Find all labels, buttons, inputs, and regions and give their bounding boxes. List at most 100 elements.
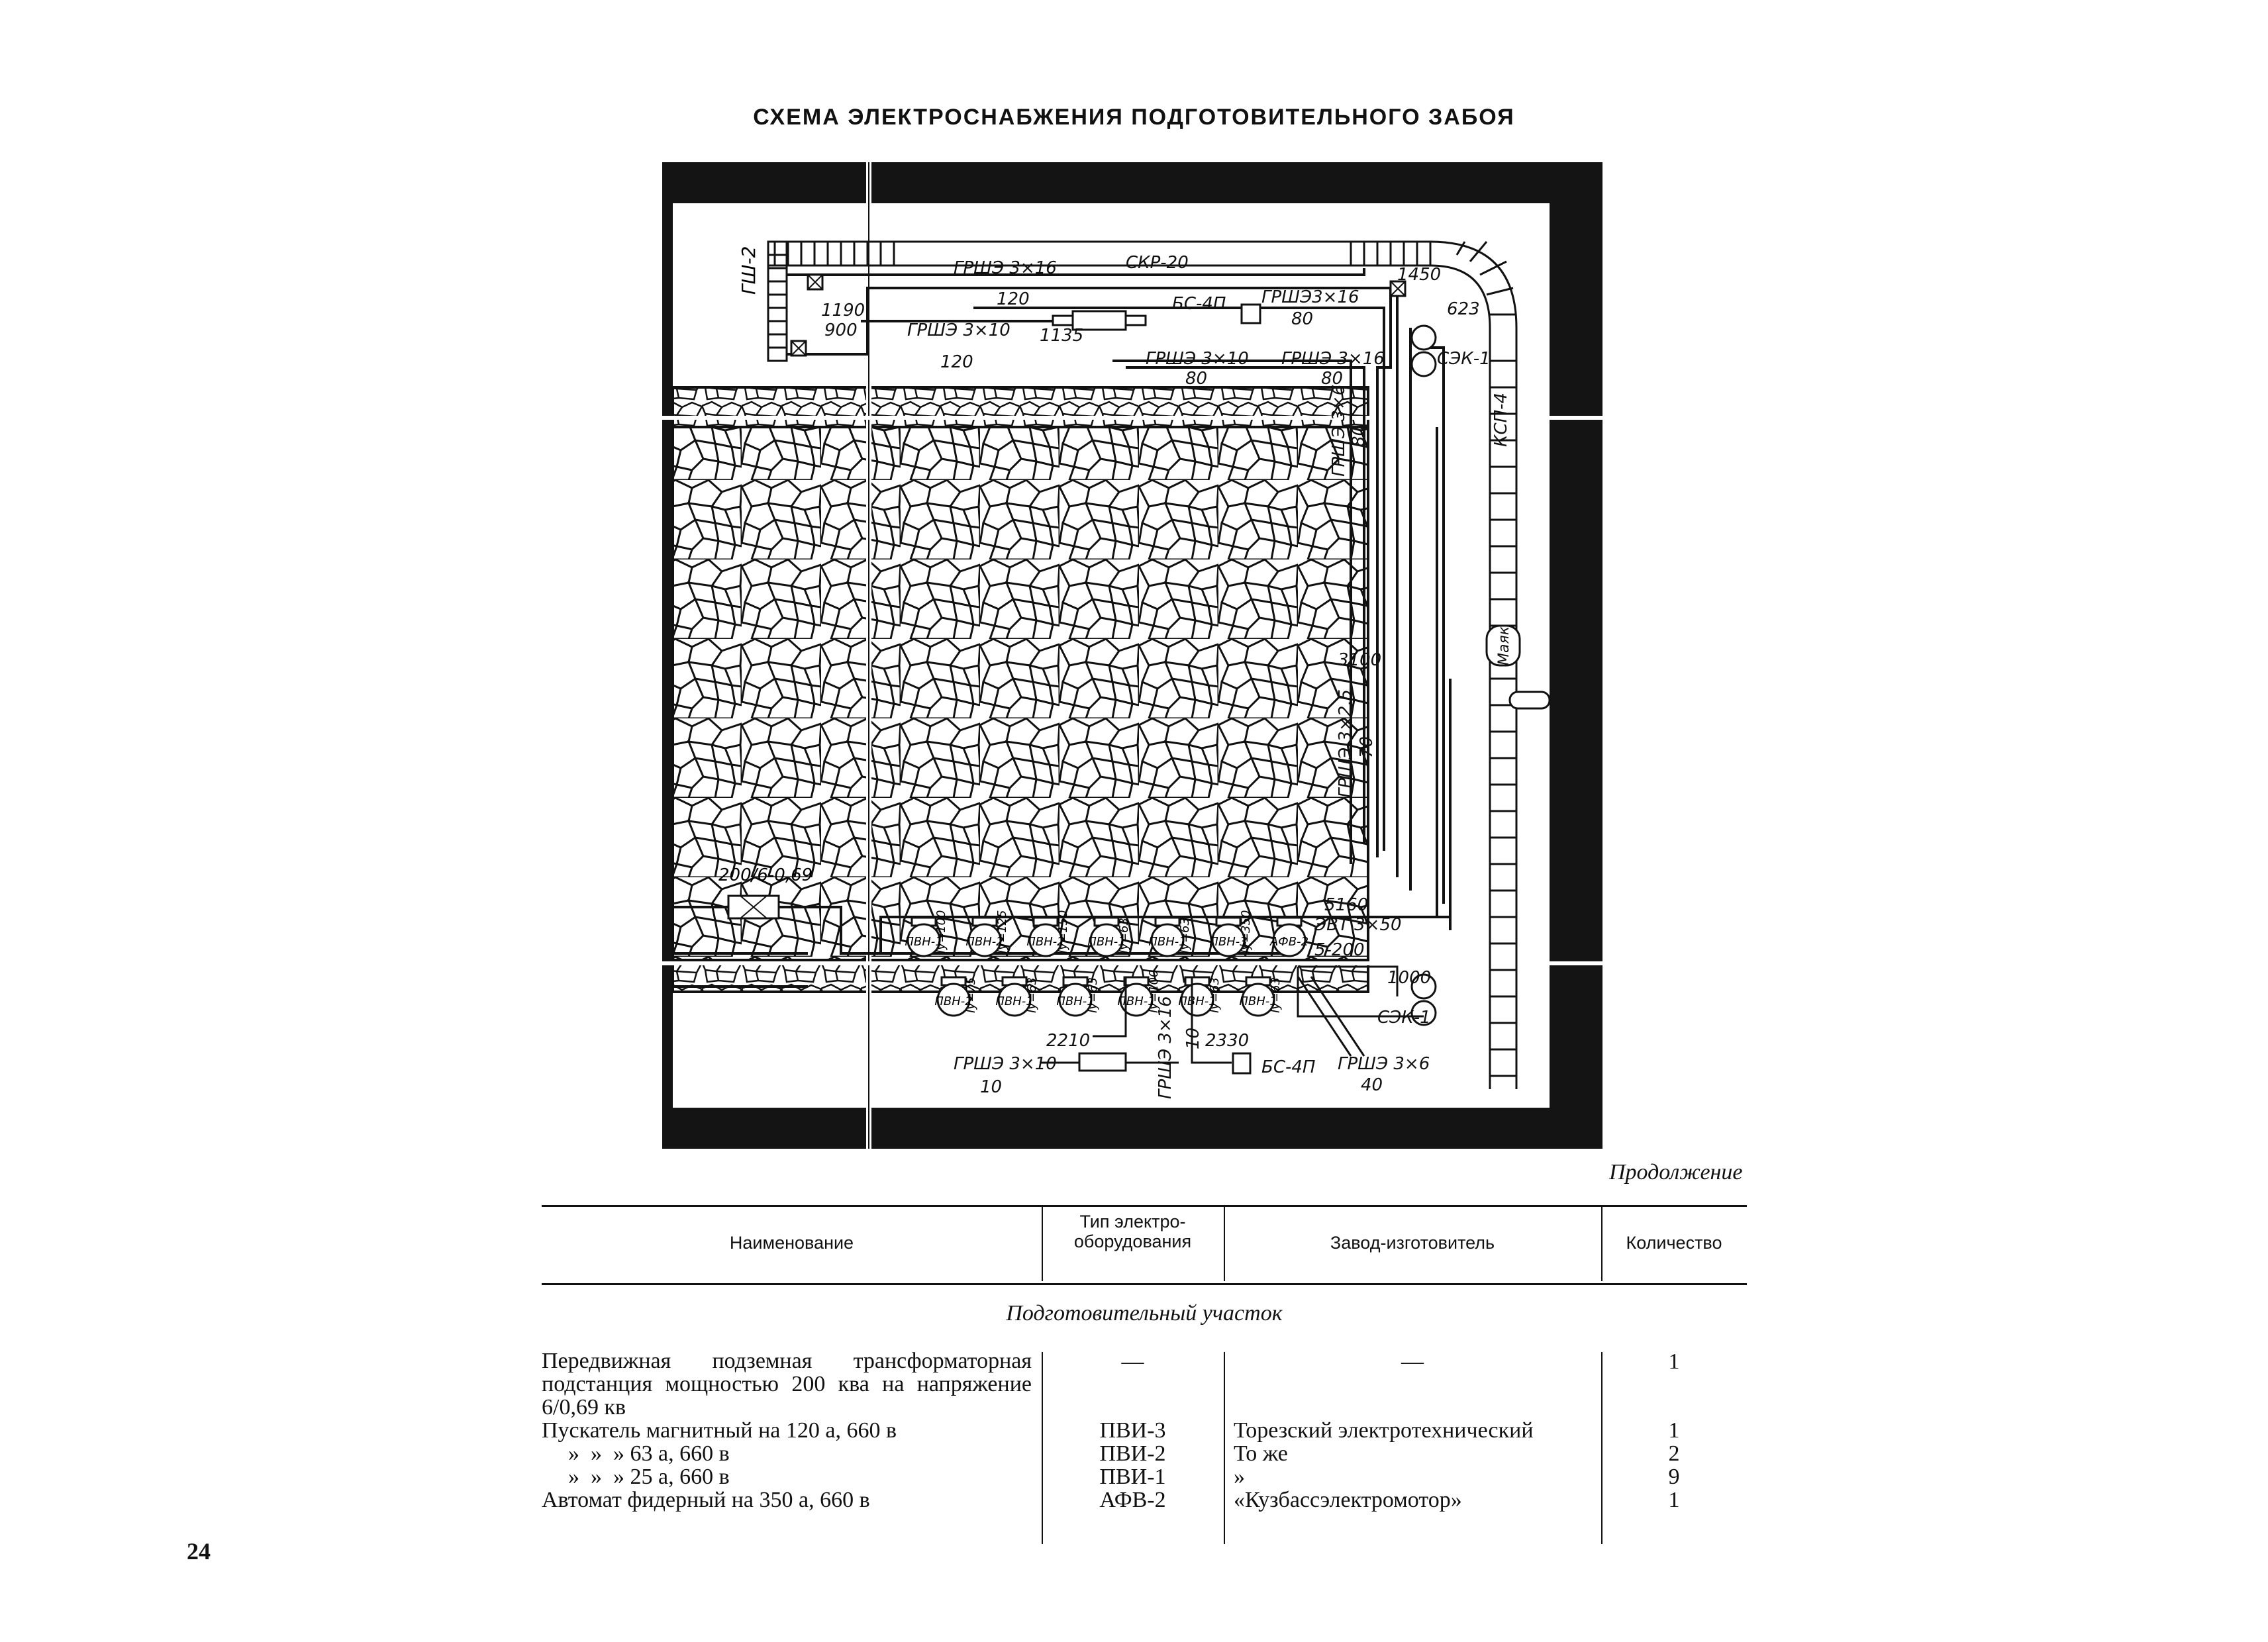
skr-label: СКР-20: [1126, 253, 1189, 273]
gsh-label: ГШ-2: [738, 246, 760, 295]
starter-label: ПВН-1: [1087, 935, 1125, 949]
page-number: 24: [187, 1538, 211, 1565]
len-80c: 80: [1321, 369, 1343, 389]
starter-label: ПВН-1: [905, 935, 942, 949]
continuation-label: Продолжение: [1609, 1160, 1743, 1184]
starter-label: ПВН-1: [995, 994, 1033, 1008]
starter-label: ПВН-2: [965, 935, 1003, 949]
starter-пвн-1: ПВН-1Iу=100: [1117, 970, 1161, 1017]
header-qty: Количество: [1626, 1233, 1722, 1253]
top-cable-1-len: 120: [997, 289, 1030, 309]
right-cable2-len: 70: [1357, 736, 1377, 758]
col-divider: [1224, 1352, 1225, 1544]
starter-пвн-1: ПВН-1Iу=63: [1056, 976, 1100, 1017]
table-row-qty: 2: [1668, 1441, 1680, 1466]
vertical-cable: ГРШЭ 3×16: [1156, 996, 1175, 1099]
header-type: Тип электро- оборудования: [1073, 1212, 1192, 1251]
len-80b: 80: [1185, 369, 1207, 389]
current-setting-label: Iу=63: [1117, 918, 1131, 953]
table-row-name: Автомат фидерный на 350 а, 660 в: [542, 1488, 870, 1512]
n10: 10: [1183, 1028, 1203, 1049]
bottom-cable-2-len: 40: [1361, 1075, 1383, 1095]
table-row-maker: —: [1401, 1349, 1424, 1374]
bottom-cable-1: ГРШЭ 3×10: [954, 1054, 1057, 1074]
right-cable2: ГРШЭ 3×2,5: [1336, 689, 1356, 798]
table-row-type: ПВИ-3: [1099, 1418, 1166, 1443]
table-row-qty: 1: [1668, 1488, 1680, 1512]
transformer-label: 200/6-0,69: [718, 865, 813, 885]
table-row-qty: 1: [1668, 1349, 1680, 1374]
table-row-maker: «Кузбассэлектромотор»: [1234, 1488, 1462, 1512]
table-row-name: » » » 63 а, 660 в: [568, 1441, 730, 1466]
table-row-type: ПВИ-2: [1099, 1441, 1166, 1466]
col-divider: [1601, 1352, 1602, 1544]
current-setting-label: Iу=63: [1269, 977, 1283, 1013]
n5160: 5160: [1324, 895, 1368, 915]
starter-label: ПВН-1: [1148, 935, 1186, 949]
grshe-80a: ГРШЭ3×16: [1261, 287, 1359, 307]
bs-top: БС-4П: [1172, 294, 1226, 314]
table-row-qty: 9: [1668, 1465, 1680, 1489]
current-setting-label: Iу=63: [1086, 977, 1100, 1013]
starter-label: ПВН-1: [1239, 994, 1277, 1008]
header-name: Наименование: [729, 1233, 854, 1253]
table-row-name: Передвижная подземная трансформаторная п…: [542, 1349, 1032, 1420]
bottom-cable-2: ГРШЭ 3×6: [1338, 1054, 1430, 1074]
bottom-cable-1-len: 10: [980, 1077, 1002, 1097]
starter-пвн-1: ПВН-1Iу=63: [1178, 976, 1222, 1017]
starter-пвн-2: ПВН-2Iу=125: [965, 910, 1009, 957]
mayak-label: Маяк: [1496, 626, 1512, 665]
current-setting-label: Iу=150: [1056, 910, 1070, 953]
ksp-label: КСП-4: [1491, 393, 1511, 447]
power-supply-scheme: ГШ-2 ГРШЭ 3×16 120 СКР-20: [662, 162, 1602, 1149]
evt-label: ЭВТ 3×50: [1314, 915, 1402, 935]
col-divider: [1601, 1205, 1602, 1281]
table-row-maker: Торезский электротехнический: [1234, 1418, 1534, 1443]
n1190: 1190: [821, 301, 865, 320]
current-setting-label: Iу=63: [1178, 918, 1192, 953]
starter-пвн-1: ПВН-1Iу=63: [1148, 916, 1192, 957]
right-cable: ГРШЭ 3×6: [1329, 385, 1349, 477]
grshe-80b: ГРШЭ 3×10: [1146, 349, 1249, 369]
table-row-name: » » » 25 а, 660 в: [568, 1465, 730, 1489]
table-row-maker: То же: [1234, 1441, 1288, 1466]
starter-пвн-2: ПВН-2Iу=75: [934, 976, 978, 1017]
table-row-maker: »: [1234, 1465, 1245, 1489]
starter-label: ПВН-2: [934, 994, 972, 1008]
col-divider: [1042, 1205, 1043, 1281]
n900: 900: [824, 320, 858, 340]
bs-bottom: БС-4П: [1261, 1057, 1315, 1077]
table-row-type: —: [1121, 1349, 1144, 1374]
n2330: 2330: [1205, 1031, 1249, 1051]
starter-пвн-1: ПВН-1Iу=63: [1239, 976, 1283, 1017]
n623: 623: [1447, 299, 1480, 319]
len-80a: 80: [1291, 309, 1313, 329]
sek1-top: СЭК-1: [1437, 349, 1491, 369]
starter-пвн-1: ПВН-1Iу=63: [995, 976, 1039, 1017]
n3100: 3100: [1338, 650, 1381, 670]
current-setting-label: Iу=63: [1025, 977, 1039, 1013]
starter-label: ПВН-1: [1117, 994, 1155, 1008]
n1000: 1000: [1387, 968, 1431, 988]
starter-label: ПВН-1: [1056, 994, 1094, 1008]
col-divider: [1042, 1352, 1043, 1544]
page-title: СХЕМА ЭЛЕКТРОСНАБЖЕНИЯ ПОДГОТОВИТЕЛЬНОГО…: [753, 105, 1515, 130]
equipment-table: Наименование Тип электро- оборудования З…: [542, 1205, 1747, 1549]
starter-label: ПВН-3: [1209, 935, 1247, 949]
starter-пвн-1: ПВН-1Iу=63: [1087, 916, 1131, 957]
starter-label: ПВН-1: [1178, 994, 1216, 1008]
n2210: 2210: [1046, 1031, 1090, 1051]
table-row-name: Пускатель магнитный на 120 а, 660 в: [542, 1418, 897, 1443]
starter-афв-2: АФВ-2: [1269, 916, 1308, 957]
top-cable-1: ГРШЭ 3×16: [954, 258, 1057, 278]
table-row-type: АФВ-2: [1099, 1488, 1166, 1512]
header-maker: Завод-изготовитель: [1330, 1233, 1495, 1253]
sek1-bottom: СЭК-1: [1377, 1008, 1431, 1028]
starter-пвн-2: ПВН-2Iу=150: [1026, 910, 1070, 957]
col-divider: [1224, 1205, 1225, 1281]
section-title: Подготовительный участок: [1006, 1301, 1283, 1326]
table-row-qty: 1: [1668, 1418, 1680, 1443]
starter-label: АФВ-2: [1269, 935, 1308, 949]
right-cable-len: 80: [1349, 425, 1369, 447]
starter-пвн-1: ПВН-1Iу=100: [905, 910, 948, 957]
